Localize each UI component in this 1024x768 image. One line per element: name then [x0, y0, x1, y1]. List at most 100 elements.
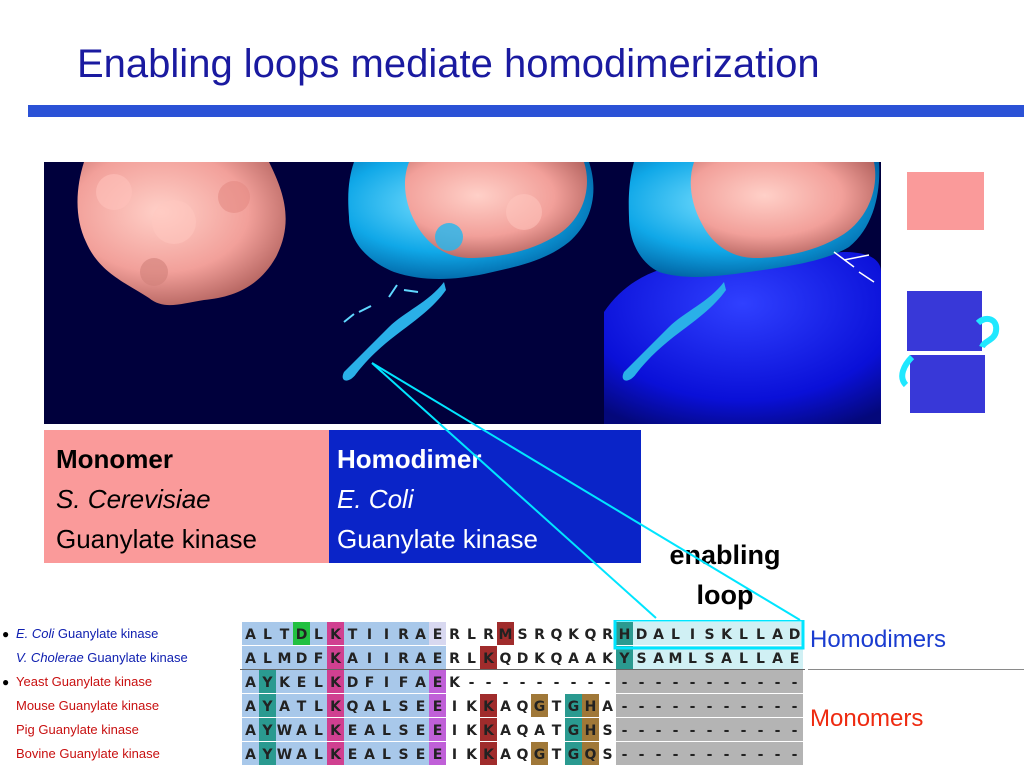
homodimer-protein: Guanylate kinase	[337, 524, 538, 554]
alignment-cell	[378, 742, 395, 765]
alignment-residue: -	[775, 699, 781, 715]
alignment-residue: -	[639, 675, 645, 691]
alignment-residue: -	[707, 723, 713, 739]
alignment-cell	[327, 670, 344, 693]
alignment-cell	[276, 622, 293, 645]
alignment-residue: K	[602, 651, 614, 667]
alignment-cell	[735, 670, 752, 693]
alignment-residue: K	[483, 723, 495, 739]
alignment-cell	[684, 622, 701, 645]
alignment-cell	[718, 670, 735, 693]
alignment-cell	[565, 742, 582, 765]
alignment-residue: -	[503, 675, 509, 691]
alignment-residue: L	[756, 651, 765, 667]
alignment-residue: -	[741, 675, 747, 691]
alignment-residue: G	[534, 699, 546, 715]
alignment-residue: D	[296, 651, 308, 667]
alignment-residue: E	[433, 699, 443, 715]
alignment-residue: A	[415, 627, 426, 643]
alignment-residue: -	[724, 675, 730, 691]
alignment-residue: A	[500, 723, 511, 739]
alignment-residue: Q	[517, 699, 529, 715]
alignment-residue: A	[347, 651, 358, 667]
alignment-cell	[395, 718, 412, 741]
alignment-cell	[310, 670, 327, 693]
alignment-cell	[310, 718, 327, 741]
alignment-residue: -	[622, 675, 628, 691]
alignment-cell	[633, 742, 650, 765]
monomer-label-box: Monomer S. Cerevisiae Guanylate kinase	[44, 430, 329, 563]
alignment-residue: G	[568, 723, 580, 739]
alignment-cell	[769, 622, 786, 645]
alignment-residue: -	[758, 723, 764, 739]
alignment-cell	[242, 670, 259, 693]
homodimer-label-box: Homodimer E. Coli Guanylate kinase	[329, 430, 641, 563]
alignment-residue: H	[585, 723, 597, 739]
group-separator	[808, 669, 1024, 670]
alignment-residue: M	[669, 651, 683, 667]
alignment-cell	[344, 646, 361, 669]
alignment-residue: -	[707, 675, 713, 691]
homodimer-species: E. Coli	[337, 484, 414, 514]
alignment-cell	[616, 694, 633, 717]
alignment-cell	[242, 622, 259, 645]
alignment-cell	[531, 694, 548, 717]
alignment-residue: R	[398, 627, 409, 643]
alignment-residue: T	[280, 627, 290, 643]
alignment-residue: -	[792, 723, 798, 739]
alignment-residue: K	[330, 699, 342, 715]
alignment-residue: M	[499, 627, 513, 643]
alignment-cell	[735, 742, 752, 765]
alignment-residue: K	[483, 747, 495, 763]
alignment-residue: L	[467, 651, 476, 667]
alignment-cell	[276, 670, 293, 693]
alignment-cell	[786, 694, 803, 717]
alignment-cell	[718, 646, 735, 669]
alignment-residue: -	[690, 675, 696, 691]
alignment-cell	[752, 742, 769, 765]
alignment-residue: A	[568, 651, 579, 667]
alignment-cell	[259, 694, 276, 717]
alignment-residue: T	[297, 699, 307, 715]
alignment-cell	[752, 694, 769, 717]
alignment-residue: R	[602, 627, 613, 643]
alignment-cell	[293, 742, 310, 765]
alignment-residue: A	[415, 675, 426, 691]
alignment-residue: R	[398, 651, 409, 667]
monomer-legend-block	[907, 172, 984, 230]
alignment-cell	[531, 742, 548, 765]
alignment-cell	[242, 718, 259, 741]
alignment-residue: -	[775, 723, 781, 739]
alignment-residue: K	[466, 699, 478, 715]
alignment-residue: -	[741, 699, 747, 715]
alignment-cell	[684, 670, 701, 693]
alignment-cell	[361, 670, 378, 693]
alignment-residue: -	[775, 675, 781, 691]
enabling-loop-line1: enabling	[669, 540, 781, 570]
alignment-cell	[429, 742, 446, 765]
alignment-residue: -	[605, 675, 611, 691]
alignment-residue: A	[500, 747, 511, 763]
alignment-cell	[582, 718, 599, 741]
alignment-residue: -	[622, 747, 628, 763]
alignment-cell	[480, 694, 497, 717]
alignment-residue: -	[639, 699, 645, 715]
alignment-cell	[259, 718, 276, 741]
alignment-cell	[259, 670, 276, 693]
alignment-residue: M	[278, 651, 292, 667]
alignment-cell	[395, 742, 412, 765]
alignment-residue: -	[690, 699, 696, 715]
alignment-cell	[701, 742, 718, 765]
homodimer-heading: Homodimer	[337, 444, 482, 474]
alignment-residue: D	[347, 675, 359, 691]
alignment-residue: A	[602, 699, 613, 715]
alignment-residue: L	[382, 747, 391, 763]
alignment-cell	[327, 718, 344, 741]
alignment-cell	[565, 718, 582, 741]
alignment-cell	[752, 646, 769, 669]
pointer-line-right	[371, 362, 801, 621]
alignment-residue: E	[348, 723, 358, 739]
alignment-residue: -	[707, 747, 713, 763]
alignment-cell	[718, 622, 735, 645]
alignment-cell	[361, 622, 378, 645]
